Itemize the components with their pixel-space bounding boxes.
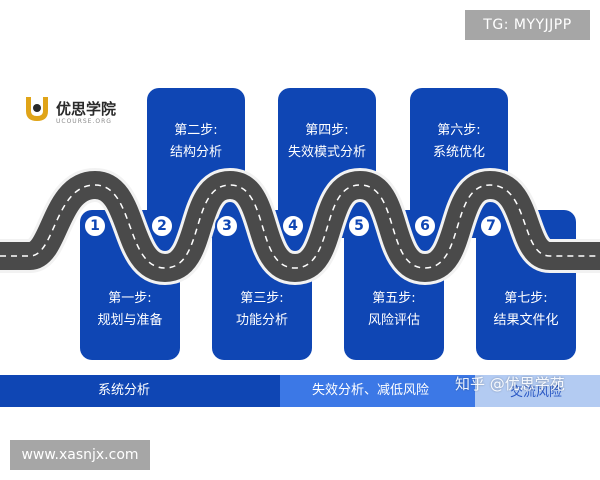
phase-failure-analysis: 失效分析、减低风险	[280, 375, 475, 407]
step-marker-5: 5	[347, 214, 371, 238]
phase-system-analysis: 系统分析	[0, 375, 280, 407]
phase-label: 交流风险	[510, 385, 563, 400]
phase-risk-communication: 交流风险	[475, 375, 600, 407]
phase-bar: 系统分析 失效分析、减低风险 交流风险	[0, 375, 600, 407]
step-title: 第五步:	[372, 291, 416, 306]
step-desc: 系统优化	[432, 145, 485, 160]
watermark: 知乎 @优思学苑	[455, 375, 565, 393]
step-desc: 风险评估	[367, 313, 420, 328]
logo: 优思学院 UCOURSE.ORG	[18, 90, 128, 134]
step-desc: 结果文件化	[493, 313, 559, 328]
logo-sub: UCOURSE.ORG	[56, 118, 112, 125]
step-marker-4: 4	[281, 214, 305, 238]
step-title: 第七步:	[504, 291, 548, 306]
step-marker-3: 3	[215, 214, 239, 238]
step-marker-2: 2	[150, 214, 174, 238]
step-title: 第一步:	[108, 291, 152, 306]
step-marker-7: 7	[479, 214, 503, 238]
step-title: 第二步:	[174, 123, 218, 138]
road-center-line	[0, 184, 600, 269]
step-title: 第四步:	[305, 123, 349, 138]
corner-badge: TG: MYYJJPP	[465, 10, 590, 40]
logo-mark-icon	[26, 97, 48, 121]
step-desc: 结构分析	[169, 145, 222, 160]
step-desc: 规划与准备	[97, 313, 163, 328]
logo-name: 优思学院	[56, 100, 117, 118]
step-marker-1: 1	[83, 214, 107, 238]
step-desc: 功能分析	[235, 313, 288, 328]
step-title: 第六步:	[437, 123, 481, 138]
phase-label: 系统分析	[98, 383, 151, 398]
footer-url-badge: www.xasnjx.com	[10, 440, 150, 470]
phase-label: 失效分析、减低风险	[312, 383, 430, 398]
step-desc: 失效模式分析	[287, 145, 366, 160]
step-title: 第三步:	[240, 291, 284, 306]
step-marker-6: 6	[413, 214, 437, 238]
